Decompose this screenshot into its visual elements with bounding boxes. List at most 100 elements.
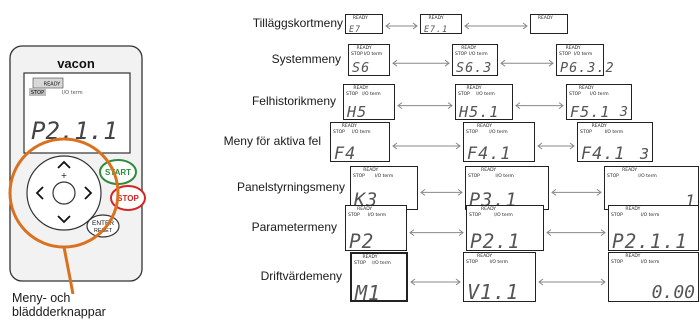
panel-status: READY bbox=[625, 254, 641, 259]
panel-status: READY bbox=[428, 16, 444, 21]
panel-mode: STOP bbox=[354, 261, 366, 266]
arrow-down-icon[interactable] bbox=[57, 215, 71, 224]
menu-label: Panelstyrningsmeny bbox=[236, 180, 345, 194]
panel-source: I/O term bbox=[604, 130, 624, 135]
menu-label: Systemmeny bbox=[271, 52, 341, 66]
panel-source: I/O term bbox=[494, 213, 513, 218]
arrow-head-left-icon bbox=[546, 229, 552, 237]
arrow-head-left-icon bbox=[420, 188, 426, 196]
panel-status: READY bbox=[565, 46, 581, 51]
stop-button[interactable] bbox=[110, 185, 146, 211]
arrow-up-icon[interactable] bbox=[57, 160, 71, 169]
panel-source: I/O term bbox=[476, 92, 495, 97]
panel-code: F4 bbox=[334, 143, 357, 164]
center-select-button[interactable] bbox=[52, 181, 76, 205]
panel-status: READY bbox=[341, 124, 357, 129]
panel-code: S6 bbox=[352, 60, 371, 76]
arrow-head-right-icon bbox=[558, 102, 564, 109]
panel-mode: STOP bbox=[346, 92, 358, 97]
panel-source: I/O term bbox=[363, 52, 383, 57]
panel-value: 3 bbox=[619, 104, 628, 121]
panel-value: 3 bbox=[639, 144, 649, 163]
panel-status: READY bbox=[461, 46, 477, 51]
arrow-head-left-icon bbox=[409, 229, 415, 237]
keypad-status-word: READY bbox=[44, 82, 62, 88]
panel-status: READY bbox=[353, 86, 369, 91]
arrow-left-icon[interactable] bbox=[35, 186, 44, 200]
panel-code: H5 bbox=[347, 102, 368, 121]
panel-code: S6.3 bbox=[456, 60, 493, 76]
arrow-head-left-icon bbox=[410, 278, 416, 286]
enter-label: ENTER bbox=[92, 220, 114, 227]
menu-grid bbox=[385, 22, 606, 286]
panel-mode: STOP bbox=[348, 213, 360, 218]
panel-status: READY bbox=[363, 168, 379, 173]
start-label: START bbox=[105, 168, 131, 177]
lcd-panel: READY bbox=[530, 14, 568, 34]
panel-status: READY bbox=[477, 254, 493, 259]
panel-status: READY bbox=[578, 86, 594, 91]
arrow-head-left-icon bbox=[537, 142, 543, 150]
arrow-head-right-icon bbox=[455, 278, 461, 286]
panel-source: I/O term bbox=[590, 92, 609, 97]
panel-source: I/O term bbox=[573, 52, 593, 57]
panel-code: P2.1.1 bbox=[612, 229, 688, 253]
panel-status: READY bbox=[622, 168, 638, 173]
panel-mode: STOP bbox=[466, 260, 478, 265]
menu-label: Meny för aktiva fel bbox=[223, 134, 321, 148]
panel-status: READY bbox=[481, 168, 497, 173]
panel-code: E7.1 bbox=[424, 23, 449, 34]
arrow-head-right-icon bbox=[596, 188, 602, 196]
stop-label: STOP bbox=[117, 194, 139, 203]
keypad-mode-area bbox=[29, 88, 46, 96]
arrow-head-left-icon bbox=[515, 102, 521, 109]
keypad-mode-word: STOP bbox=[31, 90, 44, 96]
arrow-head-right-icon bbox=[455, 142, 461, 150]
panel-mode: STOP bbox=[458, 92, 470, 97]
arrow-head-left-icon bbox=[392, 59, 398, 67]
panel-source: I/O term bbox=[469, 52, 488, 57]
menu-label: Parametermeny bbox=[251, 220, 337, 234]
panel-code: F4.1 bbox=[467, 143, 512, 164]
panel-status: READY bbox=[357, 207, 373, 212]
panel-code: F4.1 bbox=[581, 143, 626, 164]
panel-mode: STOP bbox=[569, 92, 581, 97]
panel-status: READY bbox=[356, 46, 372, 51]
panel-mode: STOP bbox=[351, 52, 363, 57]
arrow-head-right-icon bbox=[412, 22, 418, 30]
panel-mode: STOP bbox=[559, 52, 571, 57]
panel-status: READY bbox=[591, 124, 607, 129]
panel-source: I/O term bbox=[489, 130, 508, 135]
arrow-head-left-icon bbox=[392, 142, 398, 150]
panel-source: I/O term bbox=[638, 174, 657, 179]
arrow-head-right-icon bbox=[458, 229, 464, 237]
keys-caption-line1: Meny- och bbox=[12, 291, 71, 305]
arrow-head-right-icon bbox=[569, 142, 575, 150]
plus-sign: + bbox=[61, 171, 68, 180]
arrow-head-left-icon bbox=[397, 102, 403, 109]
arrow-head-left-icon bbox=[464, 22, 470, 30]
menu-label: Tilläggskortmeny bbox=[252, 16, 343, 30]
panel-code: P2 bbox=[349, 229, 375, 253]
arrow-right-icon[interactable] bbox=[84, 186, 93, 200]
panel-code: P2.1 bbox=[470, 229, 521, 253]
panel-status: READY bbox=[352, 16, 368, 21]
arrow-head-left-icon bbox=[500, 59, 506, 67]
menu-label: Felhistorikmeny bbox=[251, 94, 336, 108]
panel-status: READY bbox=[625, 207, 641, 212]
keypad-status-area bbox=[32, 77, 64, 89]
menu-label: Driftvärdemeny bbox=[260, 269, 342, 283]
panel-mode: STOP bbox=[580, 130, 592, 135]
